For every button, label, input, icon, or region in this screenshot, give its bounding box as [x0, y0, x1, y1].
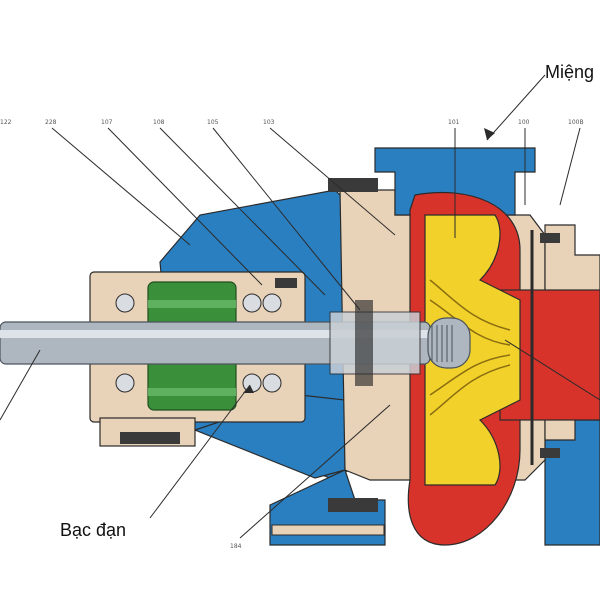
part-number-122: 122	[0, 119, 12, 126]
seal-gland	[355, 300, 373, 386]
bearing-balls-left	[115, 293, 135, 393]
leader-lines	[0, 74, 600, 539]
part-number-105: 105	[207, 119, 219, 126]
bearing-callout: Bạc đạn	[60, 520, 126, 540]
part-number-108: 108	[153, 119, 165, 126]
part-number-228: 228	[45, 119, 57, 126]
part-number-103: 103	[263, 119, 275, 126]
discharge-callout: Miệng	[545, 62, 594, 82]
bearing-cage-band	[148, 300, 236, 308]
part-number-107: 107	[101, 119, 113, 126]
part-number-100: 100	[518, 119, 530, 126]
bearing-cage-band-2	[148, 388, 236, 396]
part-number-184: 184	[230, 543, 242, 550]
casing-bolts	[275, 178, 560, 512]
shaft-tip	[427, 317, 471, 369]
discharge-arrowhead	[484, 128, 495, 140]
bearing-arrowhead	[243, 385, 254, 393]
impeller-nut-thread	[431, 325, 453, 362]
housing-bolt-left	[120, 432, 180, 444]
base-foot-plate	[271, 524, 385, 536]
part-number-101: 101	[448, 119, 460, 126]
shaft-highlight	[0, 330, 430, 338]
impeller	[424, 214, 521, 486]
part-number-100b: 100B	[568, 119, 584, 126]
seal-sleeve	[329, 311, 421, 375]
